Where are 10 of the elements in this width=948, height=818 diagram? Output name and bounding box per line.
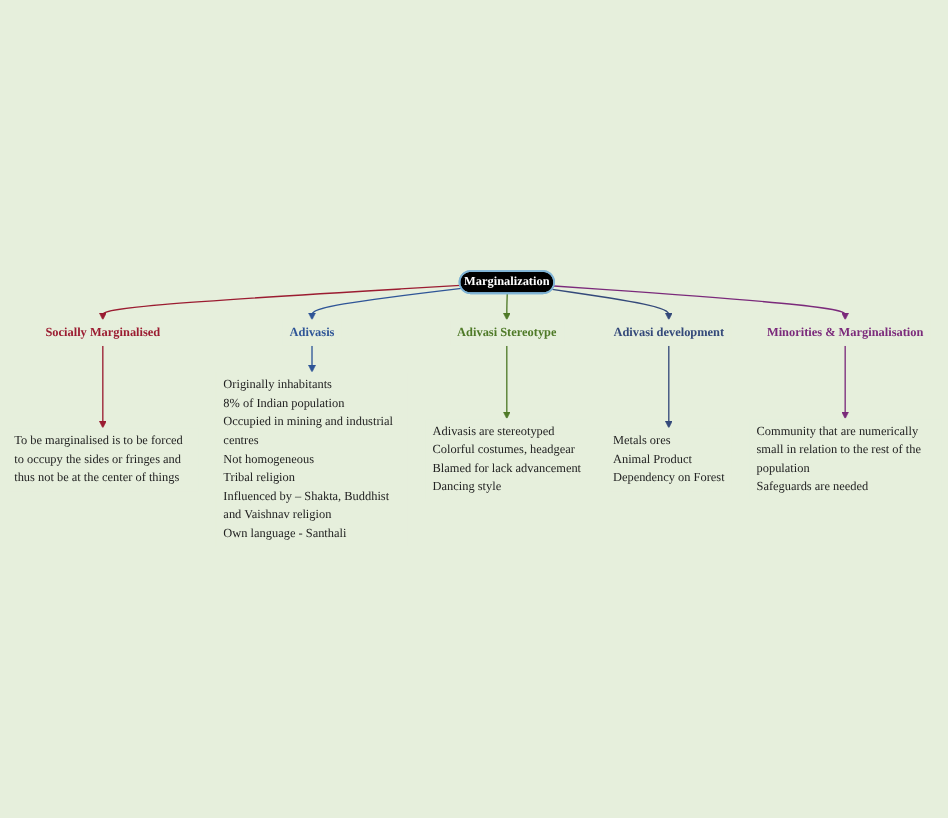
- arrow: [308, 344, 316, 373]
- arrow: [502, 344, 511, 420]
- arrow: [308, 287, 463, 321]
- arrow: [551, 288, 673, 321]
- arrow: [664, 344, 673, 429]
- arrow: [553, 285, 850, 321]
- arrow: [98, 284, 461, 321]
- arrow: [841, 344, 850, 420]
- arrow: [98, 344, 107, 429]
- arrow: [502, 293, 511, 321]
